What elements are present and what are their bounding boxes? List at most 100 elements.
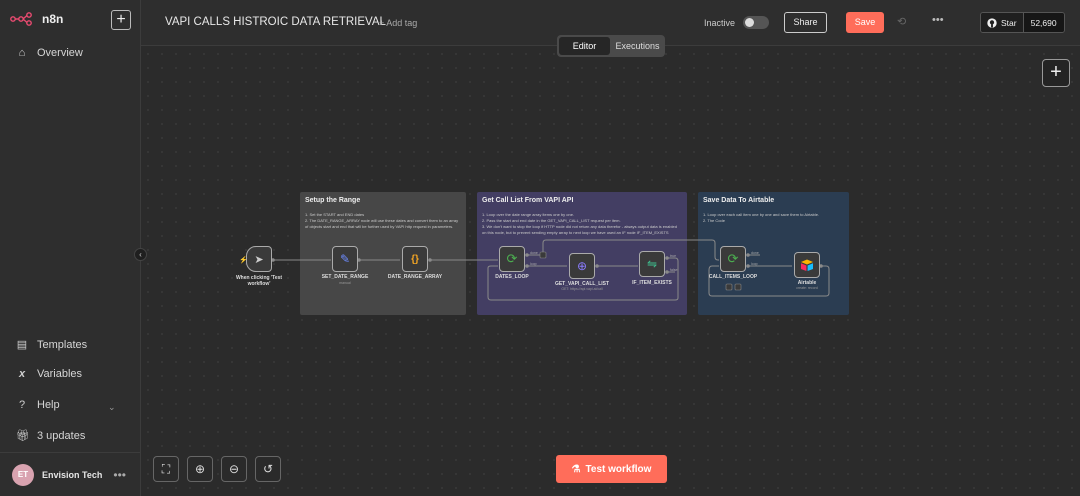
port-label-done: done [530,251,538,255]
active-toggle[interactable] [743,16,769,29]
test-workflow-button[interactable]: ⚗ Test workflow [556,455,667,483]
pencil-icon: ✎ [339,252,351,266]
cursor-icon: ➤ [254,253,264,266]
sidebar-item-label: 3 updates [37,429,86,442]
tab-editor[interactable]: Editor [559,37,610,55]
logo[interactable]: n8n [10,12,63,26]
node-dates-loop[interactable]: ⟳ [499,246,525,272]
sidebar-item-templates[interactable]: ▤ Templates [16,338,88,352]
trigger-bolt-icon: ⚡ [239,257,248,264]
node-call-items-loop[interactable]: ⟳ [720,246,746,272]
sidebar-item-overview[interactable]: ⌂ Overview [16,47,83,59]
avatar: ET [12,463,34,486]
port-label-true: true [670,254,677,258]
zoom-out-button[interactable]: ⊖ [221,456,247,482]
node-subtitle: GET: https://api.vapi.ai/call [561,287,603,291]
port-label-false: false [670,268,678,272]
port-label-loop: loop [530,262,537,266]
test-workflow-label: Test workflow [585,463,652,475]
fit-icon: ⛶ [161,462,171,476]
more-options-icon[interactable]: ••• [932,14,944,26]
node-manual-trigger[interactable]: ➤ [246,246,272,272]
add-node-button[interactable]: + [1042,59,1070,87]
status-label: Inactive [704,18,736,28]
flask-icon: ⚗ [571,463,581,475]
user-profile[interactable]: ET Envision Tech ••• [0,452,141,496]
sticky-line: 3. We don't want to stop the loop if HTT… [482,224,677,235]
port-label-done: done [751,251,759,255]
n8n-logo-icon [10,12,32,26]
node-date-range-array[interactable]: {} [402,246,428,272]
workflow-title[interactable]: VAPI CALLS HISTROIC DATA RETRIEVAL [165,16,386,28]
gift-icon: 🎁︎ [16,430,30,442]
variables-icon: x [18,368,26,380]
view-tabs: Editor Executions [557,35,665,57]
node-subtitle: manual [339,281,351,285]
sticky-line: 2. The DATE_RANGE_ARRAY node will use th… [305,218,459,229]
node-label: When clicking 'Test workflow' [235,275,283,287]
sidebar-item-label: Templates [37,338,88,351]
sidebar-item-updates[interactable]: 🎁︎ 3 updates [16,429,86,443]
github-star-count: 52,690 [1022,13,1064,32]
logo-text: n8n [42,12,64,26]
zoom-out-icon: ⊖ [228,462,240,476]
github-icon [987,17,997,28]
sticky-line: 1. Set the START and END dates [305,212,365,217]
github-star-button[interactable]: Star 52,690 [980,12,1065,33]
sidebar-item-help[interactable]: ? Help [16,399,60,411]
node-set-date-range[interactable]: ✎ [332,246,358,272]
node-label: SET_DATE_RANGE [321,274,369,280]
node-label: IF_ITEM_EXISTS [632,280,672,286]
user-name: Envision Tech [42,469,103,480]
node-label: GET_VAPI_CALL_LIST [554,281,610,287]
collapse-sidebar-button[interactable]: ‹ [134,248,147,261]
sticky-line: 2. Pass the start and end date in the GE… [482,218,621,223]
sticky-line: 1. Loop over each call item one by one a… [703,212,820,217]
loop-icon: ⟳ [727,251,739,266]
tab-executions[interactable]: Executions [615,41,660,51]
chevron-down-icon[interactable]: ⌄ [108,402,116,412]
sidebar-item-label: Help [37,399,60,411]
home-icon: ⌂ [18,47,26,59]
sticky-title: Save Data To Airtable [703,197,775,204]
github-star-label: Star [1001,17,1017,28]
node-get-vapi-call-list[interactable]: ⊕ [569,253,595,279]
sticky-note-setup-range[interactable]: Setup the Range 1. Set the START and END… [300,192,466,315]
globe-icon: ⊕ [576,259,588,273]
sticky-line: 1. Loop over the date range array items … [482,212,575,217]
github-star: Star [981,13,1023,32]
node-label: Airtable [797,280,817,286]
zoom-in-button[interactable]: ⊕ [187,456,213,482]
add-tag-button[interactable]: + Add tag [379,18,418,28]
node-airtable[interactable] [794,252,820,278]
new-button[interactable]: + [111,10,131,30]
node-subtitle: create: record [796,286,818,290]
help-icon: ? [18,399,26,411]
port-label-loop: loop [751,262,758,266]
node-label: DATES_LOOP [495,274,529,280]
sidebar-item-variables[interactable]: x Variables [16,368,82,380]
sticky-title: Setup the Range [305,197,361,204]
zoom-to-fit-button[interactable]: ⛶ [153,456,179,482]
share-button[interactable]: Share [784,12,827,33]
user-menu-icon[interactable]: ••• [113,467,126,482]
reset-icon: ↺ [262,462,274,476]
templates-icon: ▤ [16,339,28,351]
node-if-item-exists[interactable]: ⇋ [639,251,665,277]
connection[interactable] [708,265,830,297]
save-button[interactable]: Save [846,12,884,33]
reset-zoom-button[interactable]: ↺ [255,456,281,482]
connection[interactable] [527,239,719,261]
code-icon: {} [411,253,419,265]
sidebar-item-label: Variables [37,368,83,380]
history-icon[interactable]: ⟲ [897,16,907,28]
sticky-title: Get Call List From VAPI API [482,197,574,204]
toggle-knob [745,18,754,27]
node-label: DATE_RANGE_ARRAY [387,274,443,280]
sidebar: n8n + ⌂ Overview ▤ Templates x Variables… [0,0,141,496]
connection[interactable] [487,257,679,301]
sidebar-item-label: Overview [37,47,83,59]
airtable-icon [801,259,813,271]
